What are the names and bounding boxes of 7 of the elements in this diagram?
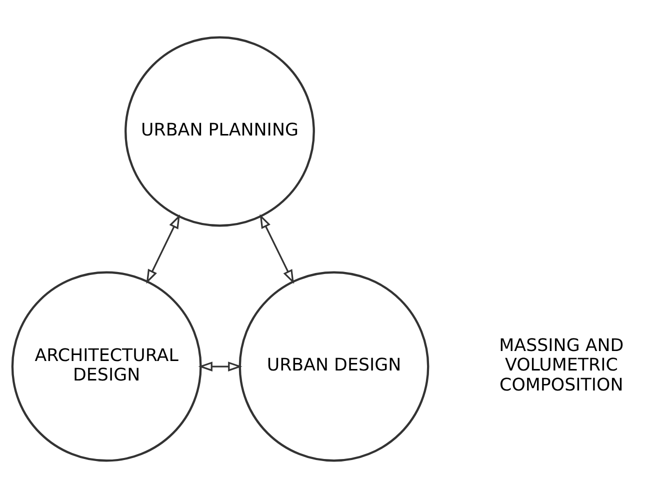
arrow xyxy=(260,214,294,284)
node-circle: URBAN DESIGN xyxy=(238,270,430,462)
label: MASSING AND VOLUMETRIC COMPOSITION xyxy=(499,336,624,395)
arrow xyxy=(198,361,242,371)
arrow xyxy=(146,214,180,284)
node-circle: ARCHITECTURAL DESIGN xyxy=(11,270,202,462)
node-circle: URBAN PLANNING xyxy=(124,36,315,226)
